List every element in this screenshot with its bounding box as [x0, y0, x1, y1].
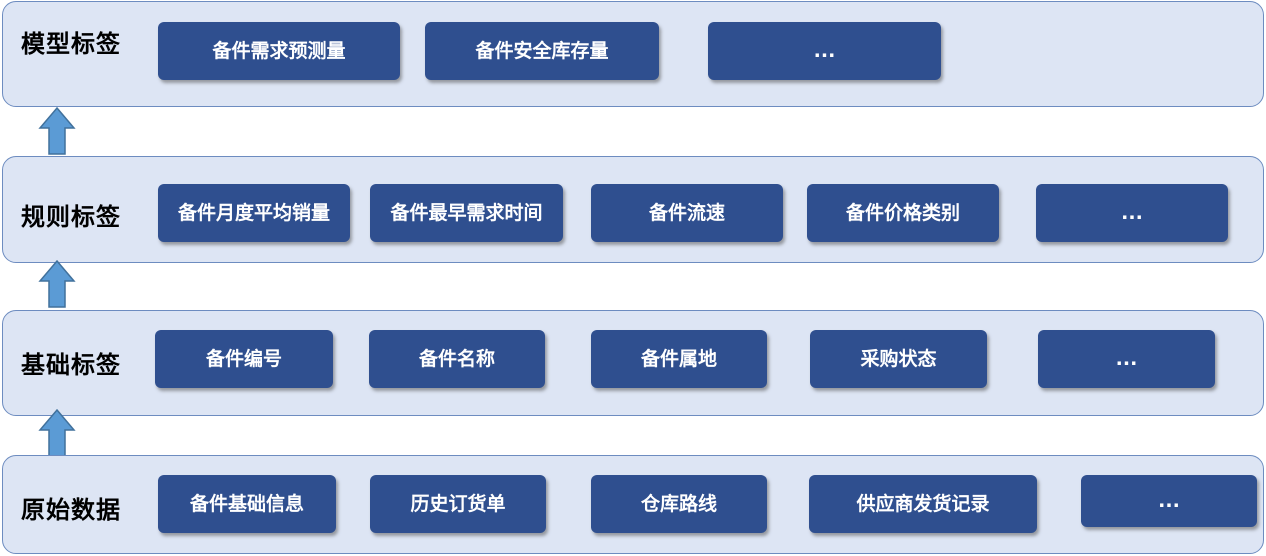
- layer-title: 原始数据: [21, 496, 121, 524]
- tag-spare-number: 备件编号: [155, 330, 333, 388]
- layer-title: 规则标签: [21, 203, 121, 231]
- up-arrow-icon: [38, 408, 76, 457]
- tag-earliest-demand-time: 备件最早需求时间: [370, 184, 563, 242]
- tag-spare-price-category: 备件价格类别: [807, 184, 999, 242]
- tag-spare-flow-rate: 备件流速: [591, 184, 783, 242]
- tag-spare-basic-info: 备件基础信息: [158, 475, 336, 533]
- tag-more: ...: [1081, 475, 1257, 527]
- tag-supplier-shipping-records: 供应商发货记录: [809, 475, 1037, 533]
- tag-spare-demand-forecast: 备件需求预测量: [158, 22, 400, 80]
- tag-spare-safety-stock: 备件安全库存量: [425, 22, 659, 80]
- tag-history-orders: 历史订货单: [370, 475, 546, 533]
- layer-model-tags: 模型标签 备件需求预测量 备件安全库存量 ...: [2, 1, 1264, 107]
- tag-more: ...: [708, 22, 941, 80]
- tag-more: ...: [1036, 184, 1228, 242]
- layer-base-tags: 基础标签 备件编号 备件名称 备件属地 采购状态 ...: [2, 310, 1264, 416]
- tag-warehouse-route: 仓库路线: [591, 475, 767, 533]
- tag-purchase-status: 采购状态: [810, 330, 987, 388]
- layer-raw-data: 原始数据 备件基础信息 历史订货单 仓库路线 供应商发货记录 ...: [2, 455, 1264, 554]
- tag-more: ...: [1038, 330, 1215, 388]
- tag-monthly-avg-sales: 备件月度平均销量: [158, 184, 350, 242]
- tag-spare-location: 备件属地: [591, 330, 767, 388]
- layer-title: 模型标签: [21, 30, 121, 58]
- up-arrow-icon: [38, 259, 76, 308]
- tag-spare-name: 备件名称: [369, 330, 545, 388]
- up-arrow-icon: [38, 106, 76, 155]
- layer-rule-tags: 规则标签 备件月度平均销量 备件最早需求时间 备件流速 备件价格类别 ...: [2, 156, 1264, 263]
- layer-title: 基础标签: [21, 351, 121, 379]
